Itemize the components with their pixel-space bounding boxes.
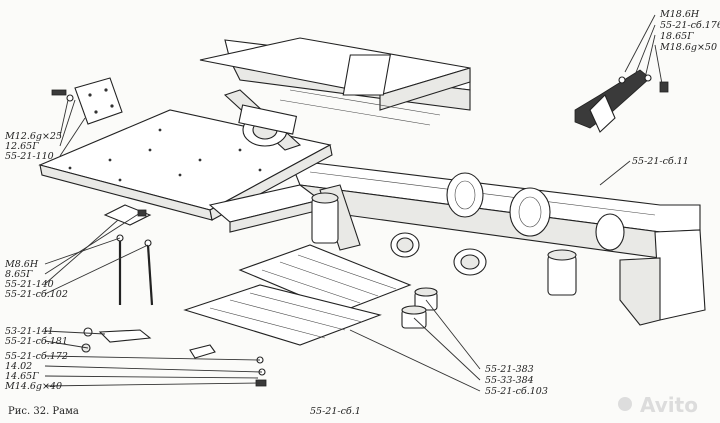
callout-label: 55-21-383 (485, 364, 534, 375)
callouts-top-right: M18.6H 55-21-сб.176 18.65Г M18.6g×50 (659, 9, 720, 53)
callout-label: 55-21-сб.181 (5, 336, 68, 347)
callout-label: 55-21-сб.176 (660, 20, 720, 31)
assembly-code: 55-21-сб.1 (310, 406, 361, 417)
callout-label: M18.6g×50 (659, 42, 717, 53)
callout-label: 14.65Г (5, 371, 39, 382)
callout-label: 55-21-110 (5, 151, 54, 162)
watermark-logo-icon (618, 397, 632, 411)
lower-panel-lower (183, 284, 382, 346)
callout-label: 55-33-384 (485, 375, 534, 386)
callout-label: 8.65Г (5, 269, 33, 280)
leader-lines (44, 14, 663, 392)
callout-label: 55-21-сб.102 (5, 289, 68, 300)
callouts-bottom-center: 55-21-383 55-33-384 55-21-сб.103 (485, 364, 548, 397)
figure-caption: Рис. 32. Рама (8, 406, 79, 417)
top-right-bracket (574, 69, 669, 133)
callout-label: 53-21-141 (5, 326, 54, 337)
callout-label: 55-21-сб.172 (5, 351, 68, 362)
tie-rods (116, 234, 154, 306)
engine-mount (238, 104, 298, 147)
callout-label: 55-21-140 (5, 279, 54, 290)
right-side-rail (289, 159, 706, 326)
callouts-left-lower: 53-21-141 55-21-сб.181 (5, 326, 68, 347)
callouts-left-upper: M12.6g×25 12.65Г 55-21-110 (4, 131, 62, 162)
callouts-left-middle: M8.6H 8.65Г 55-21-140 55-21-сб.102 (4, 259, 68, 300)
bushings (401, 287, 438, 329)
small-brackets (81, 204, 267, 387)
callout-label: M8.6H (4, 259, 39, 270)
callout-label: M12.6g×25 (4, 131, 62, 142)
callout-label: 55-21-сб.103 (485, 386, 548, 397)
callout-label: M18.6H (659, 9, 700, 20)
upper-tray (199, 37, 471, 126)
callout-right-frame: 55-21-сб.11 (632, 156, 689, 167)
callout-label: 14.02 (5, 361, 32, 372)
spring-mounts (446, 172, 625, 251)
left-bracket-plate (51, 77, 123, 125)
callout-label: 12.65Г (5, 141, 39, 152)
callout-label: 18.65Г (660, 31, 694, 42)
callouts-left-bottom: 55-21-сб.172 14.02 14.65Г M14.6g×40 (4, 351, 68, 392)
callout-label: M14.6g×40 (4, 381, 62, 392)
watermark-text: Avito (640, 393, 698, 417)
cylinder-brackets (311, 192, 577, 296)
watermark: Avito (618, 393, 698, 417)
